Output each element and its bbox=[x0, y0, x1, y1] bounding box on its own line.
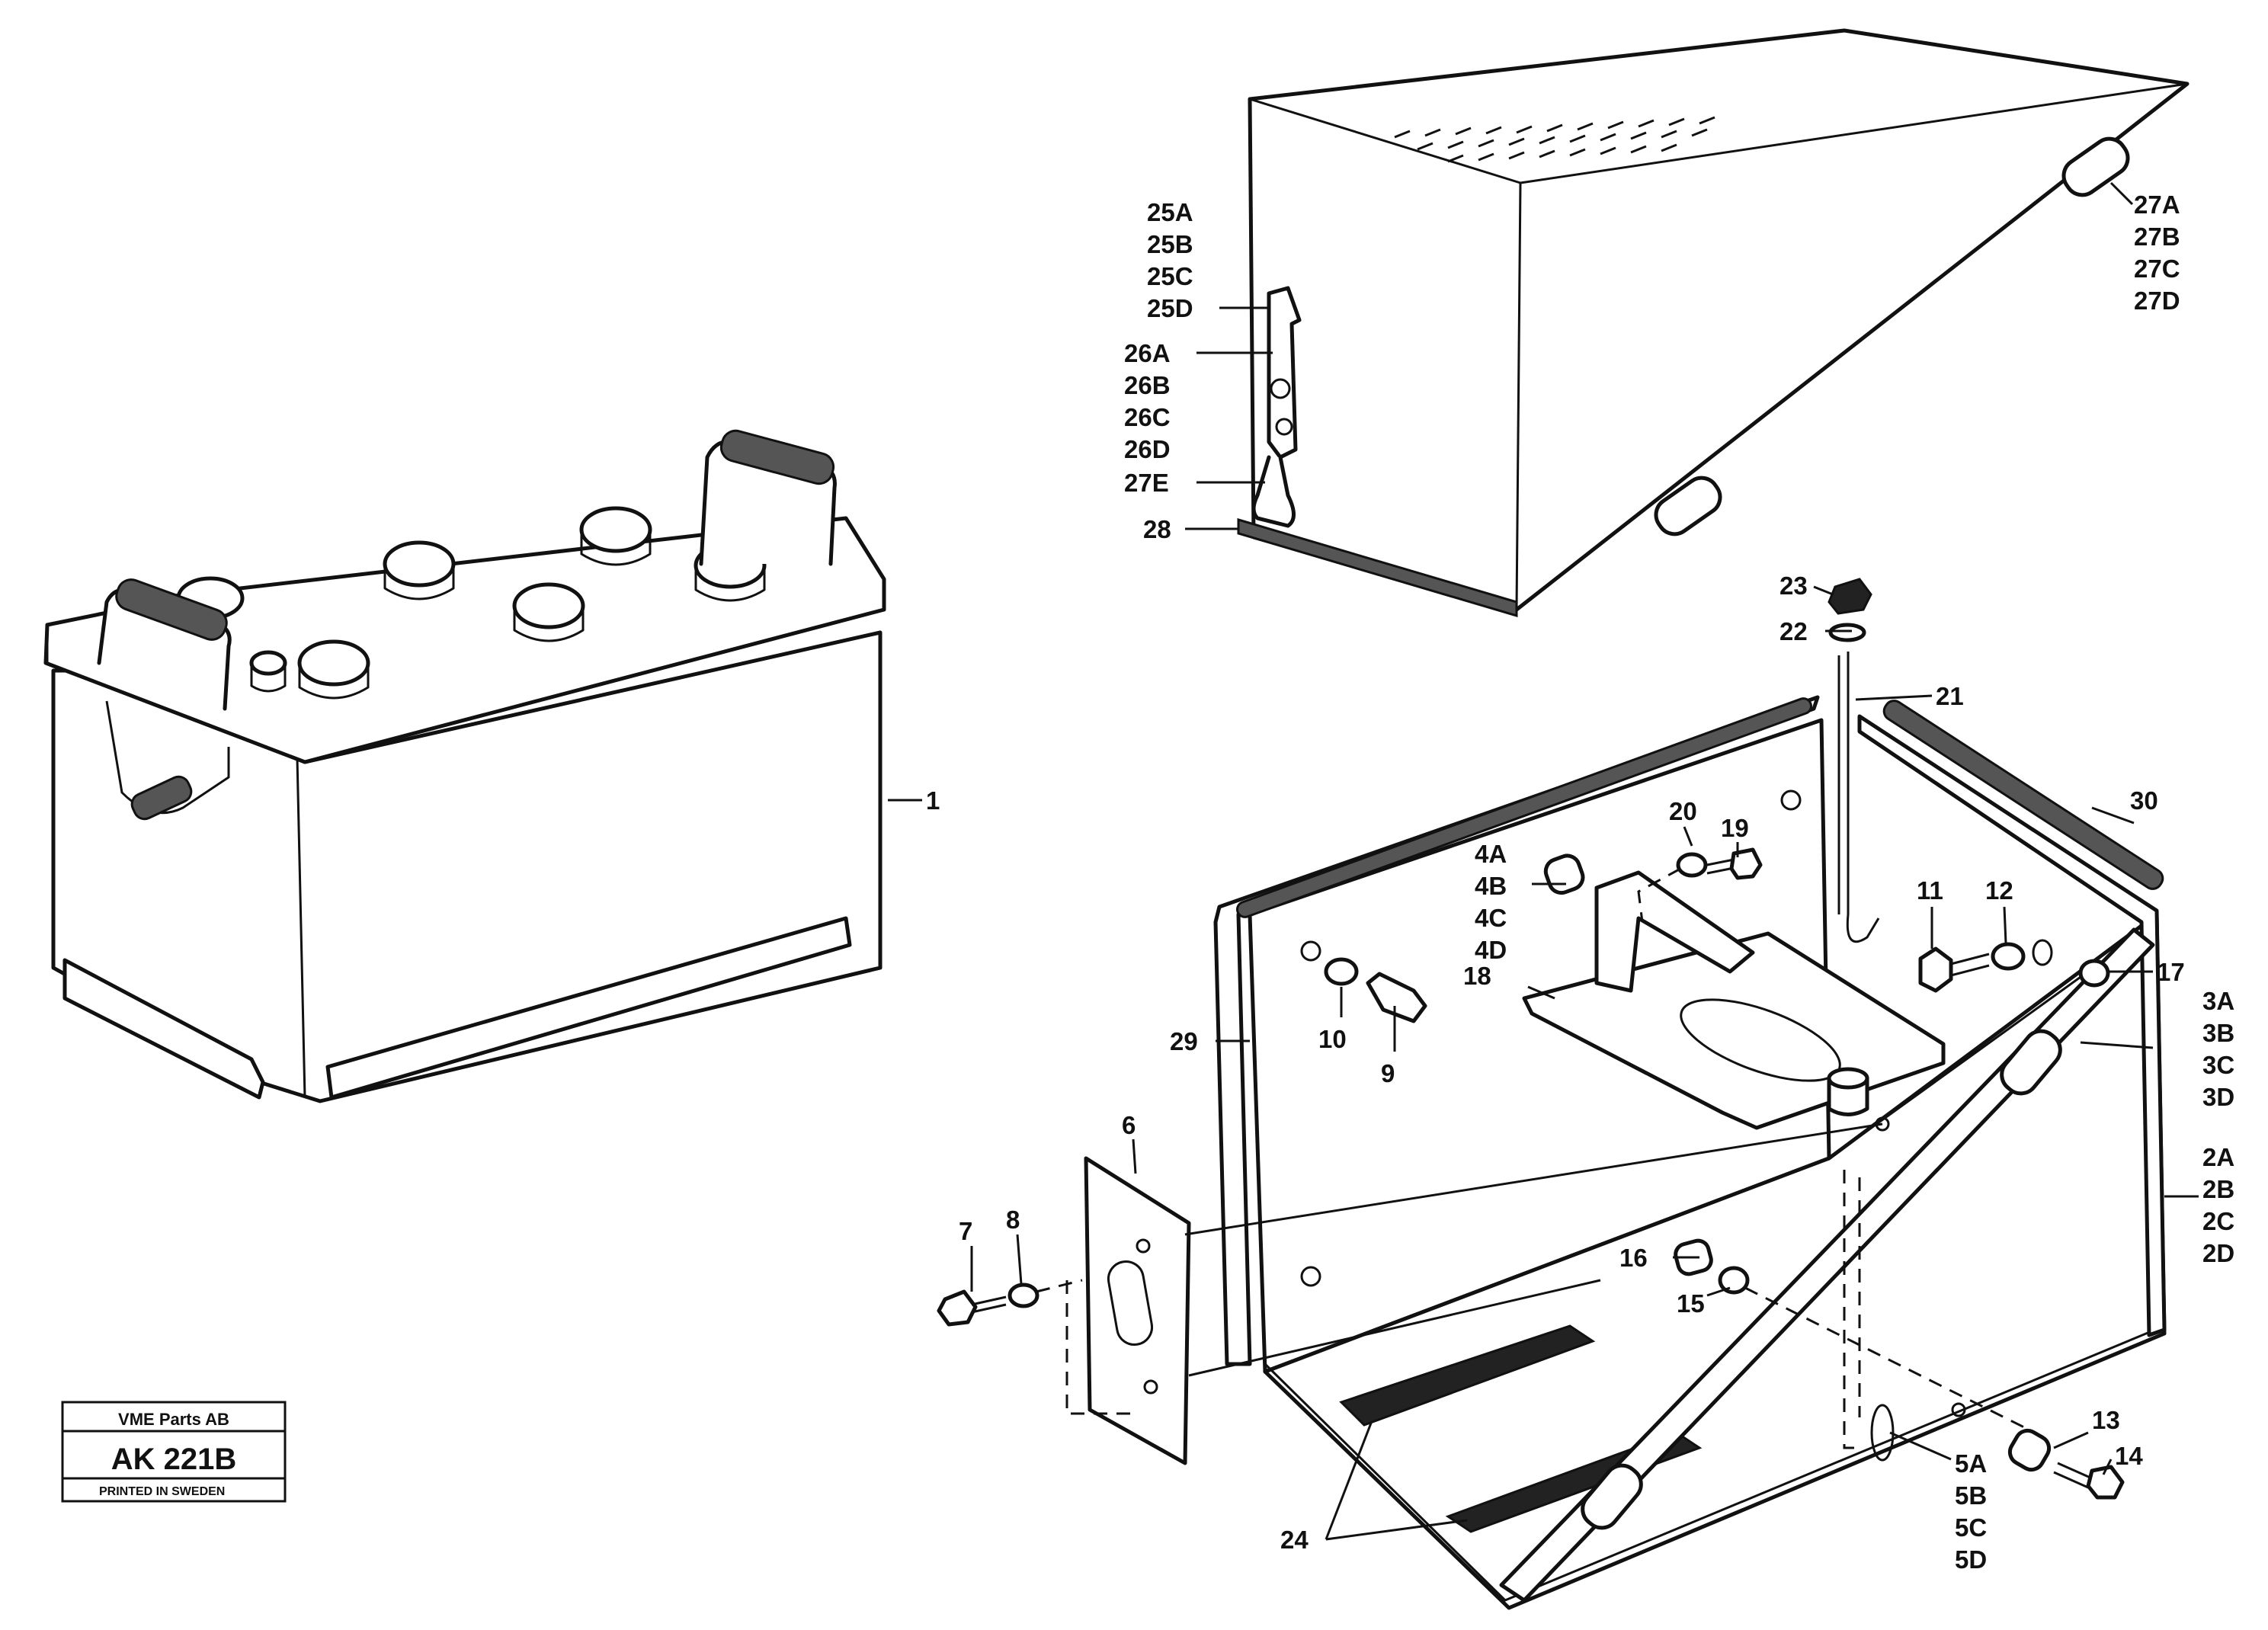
label-2b: 2B bbox=[2202, 1175, 2234, 1203]
label-23: 23 bbox=[1779, 572, 1808, 600]
label-30: 30 bbox=[2130, 786, 2158, 815]
battery: 1 bbox=[43, 429, 940, 1103]
label-21: 21 bbox=[1936, 682, 1964, 710]
anti-slip-pattern bbox=[1394, 116, 1715, 163]
label-5c: 5C bbox=[1955, 1513, 1987, 1542]
label-11: 11 bbox=[1917, 876, 1943, 905]
label-28: 28 bbox=[1143, 515, 1171, 543]
label-3b: 3B bbox=[2202, 1019, 2234, 1047]
label-3c: 3C bbox=[2202, 1051, 2234, 1079]
label-7: 7 bbox=[959, 1217, 972, 1245]
label-5d: 5D bbox=[1955, 1545, 1987, 1574]
label-27d: 27D bbox=[2134, 287, 2180, 315]
battery-handles bbox=[97, 429, 837, 821]
label-27b: 27B bbox=[2134, 223, 2180, 251]
label-15: 15 bbox=[1677, 1289, 1705, 1318]
label-17: 17 bbox=[2157, 958, 2185, 986]
stamp-code: AK 221B bbox=[111, 1443, 237, 1476]
label-25a: 25A bbox=[1147, 198, 1193, 226]
label-12: 12 bbox=[1985, 876, 2013, 905]
cover-latch bbox=[1251, 286, 1302, 528]
label-25b: 25B bbox=[1147, 230, 1193, 258]
label-3d: 3D bbox=[2202, 1083, 2234, 1111]
battery-box: 2A 2B 2C 2D 3A 3B 3C 3D 4A 4B 4C 4D 5A 5… bbox=[937, 572, 2234, 1610]
label-8: 8 bbox=[1006, 1206, 1020, 1234]
label-26b: 26B bbox=[1124, 371, 1171, 399]
label-4a: 4A bbox=[1475, 840, 1507, 868]
label-22: 22 bbox=[1779, 617, 1808, 645]
label-5b: 5B bbox=[1955, 1481, 1987, 1510]
label-4c: 4C bbox=[1475, 904, 1507, 932]
label-5a: 5A bbox=[1955, 1449, 1987, 1478]
label-3a: 3A bbox=[2202, 987, 2234, 1015]
label-4b: 4B bbox=[1475, 872, 1507, 900]
label-27c: 27C bbox=[2134, 255, 2180, 283]
battery-box-cover: 25A 25B 25C 25D 26A 26B 26C 26D 27E 28 2… bbox=[1124, 28, 2190, 618]
label-29: 29 bbox=[1170, 1027, 1198, 1055]
label-4d: 4D bbox=[1475, 936, 1507, 964]
stamp-company: VME Parts AB bbox=[118, 1410, 229, 1429]
label-9: 9 bbox=[1381, 1059, 1395, 1087]
label-2d: 2D bbox=[2202, 1239, 2234, 1267]
label-14: 14 bbox=[2115, 1442, 2143, 1470]
label-25c: 25C bbox=[1147, 262, 1193, 290]
label-13: 13 bbox=[2092, 1406, 2120, 1434]
label-6: 6 bbox=[1122, 1111, 1136, 1139]
vme-stamp: VME Parts AB AK 221B PRINTED IN SWEDEN bbox=[61, 1401, 287, 1503]
label-26c: 26C bbox=[1124, 403, 1171, 431]
label-25d: 25D bbox=[1147, 294, 1193, 322]
label-10: 10 bbox=[1318, 1025, 1347, 1053]
label-20: 20 bbox=[1669, 797, 1697, 825]
label-24: 24 bbox=[1280, 1526, 1309, 1554]
label-2c: 2C bbox=[2202, 1207, 2234, 1235]
label-2a: 2A bbox=[2202, 1143, 2234, 1171]
label-16: 16 bbox=[1619, 1244, 1648, 1272]
stamp-printed: PRINTED IN SWEDEN bbox=[99, 1485, 225, 1498]
label-26d: 26D bbox=[1124, 435, 1171, 463]
label-26a: 26A bbox=[1124, 339, 1171, 367]
label-27a: 27A bbox=[2134, 191, 2180, 219]
label-1: 1 bbox=[926, 786, 940, 815]
label-18: 18 bbox=[1463, 962, 1491, 990]
label-27e: 27E bbox=[1124, 469, 1169, 497]
label-19: 19 bbox=[1721, 814, 1749, 842]
